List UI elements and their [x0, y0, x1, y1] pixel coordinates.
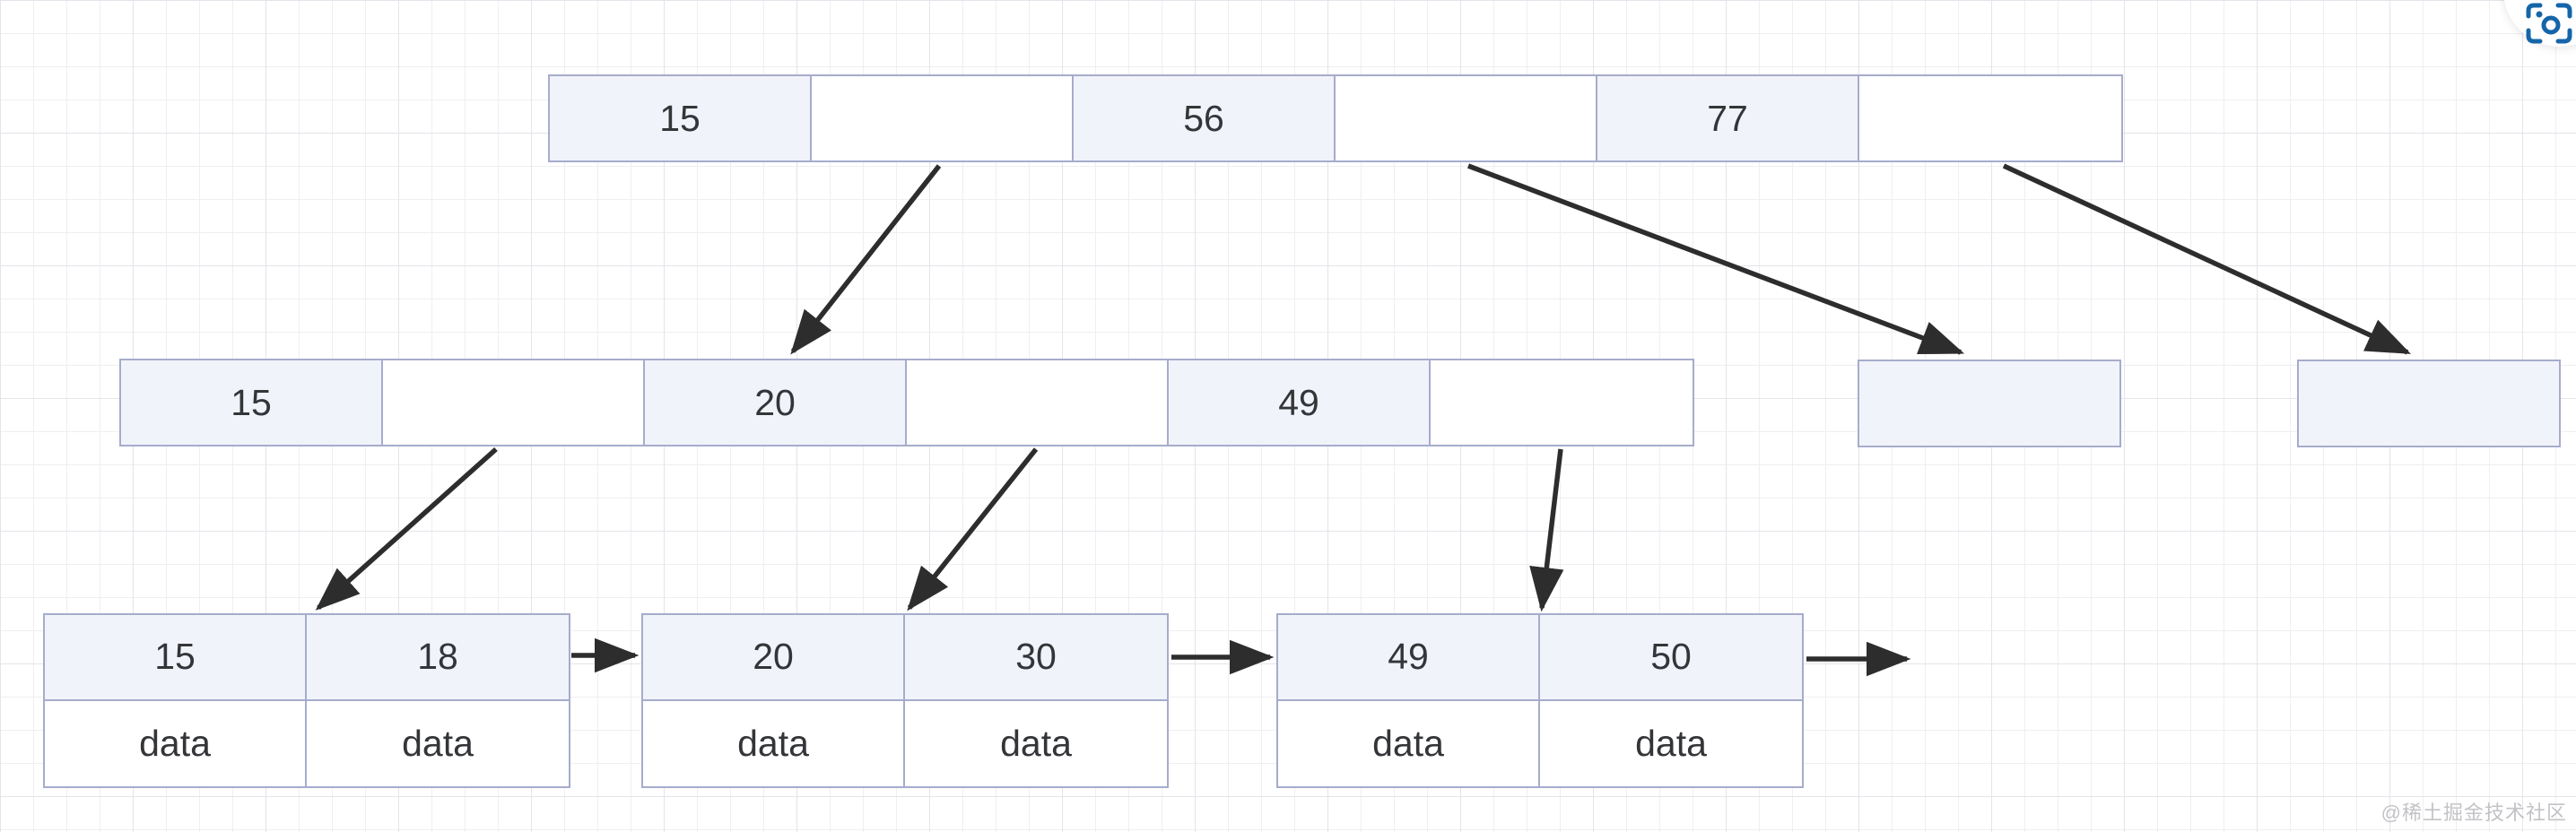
leaf-key-cell: 50	[1540, 615, 1802, 701]
internal-key-cell: 49	[1169, 360, 1431, 445]
leaf-data-cell: data	[905, 700, 1167, 786]
arrow-root-ptr1-to-internal	[790, 164, 942, 355]
root-key-cell: 77	[1597, 76, 1859, 160]
unexpanded-node-1	[1858, 360, 2121, 447]
unexpanded-node-2	[2297, 360, 2561, 447]
leaf-data-cell: data	[643, 700, 905, 786]
leaf-key-cell: 18	[307, 615, 569, 701]
arrow-internal-ptr2-to-leaf-2	[907, 447, 1039, 611]
root-pointer-cell	[1336, 76, 1597, 160]
screenshot-icon[interactable]	[2526, 3, 2572, 44]
internal-key-cell: 15	[121, 360, 383, 445]
leaf-data-cell: data	[45, 700, 307, 786]
internal-pointer-cell	[907, 360, 1169, 445]
watermark-text: @稀土掘金技术社区	[2380, 802, 2567, 824]
root-pointer-cell	[812, 76, 1074, 160]
arrow-root-ptr2-to-unexpanded-1	[1467, 163, 1965, 355]
leaf-node-3: 49 50 data data	[1276, 613, 1804, 788]
leaf-key-cell: 20	[643, 615, 905, 701]
leaf-key-cell: 30	[905, 615, 1167, 701]
leaf-data-cell: data	[1278, 700, 1540, 786]
internal-index-node: 15 20 49	[119, 359, 1694, 446]
root-pointer-cell	[1859, 76, 2121, 160]
internal-pointer-cell	[1431, 360, 1693, 445]
arrow-internal-ptr3-to-leaf-3	[1529, 448, 1564, 612]
leaf-key-cell: 15	[45, 615, 307, 701]
internal-pointer-cell	[383, 360, 645, 445]
leaf-key-cell: 49	[1278, 615, 1540, 701]
leaf-data-cell: data	[1540, 700, 1802, 786]
root-key-cell: 15	[550, 76, 812, 160]
arrow-internal-ptr1-to-leaf-1	[315, 446, 498, 611]
root-index-node: 15 56 77	[548, 74, 2123, 162]
arrow-root-ptr3-to-unexpanded-2	[2002, 163, 2411, 355]
internal-key-cell: 20	[645, 360, 907, 445]
root-key-cell: 56	[1074, 76, 1336, 160]
leaf-node-1: 15 18 data data	[43, 613, 570, 788]
leaf-node-2: 20 30 data data	[641, 613, 1169, 788]
leaf-data-cell: data	[307, 700, 569, 786]
